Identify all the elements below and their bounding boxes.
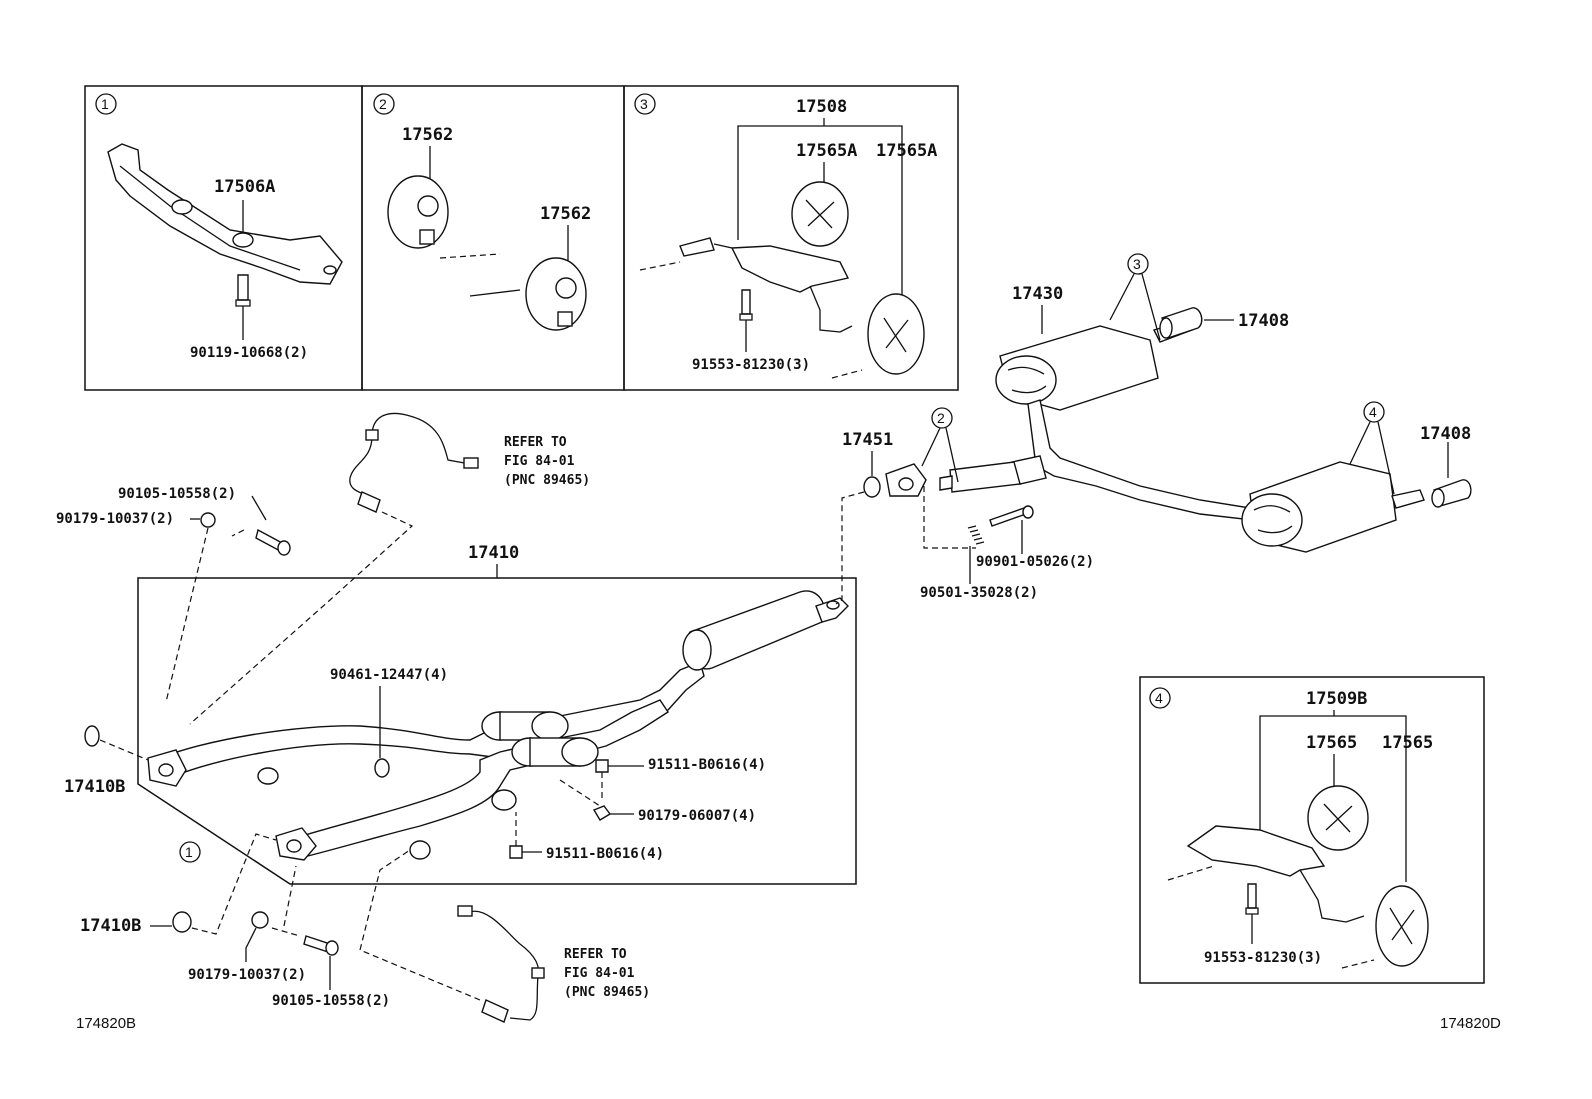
- refer-top-line-1: REFER TO: [504, 435, 567, 450]
- bracket-17508-drawing: [730, 245, 850, 293]
- refer-bottom-line-1: REFER TO: [564, 947, 627, 962]
- inset-4-marker: [1149, 687, 1171, 709]
- assembly-17410-frame: [137, 577, 857, 885]
- inset-2-marker-text: 2: [379, 96, 387, 112]
- label-90501-35028: 90501-35028(2): [920, 585, 1038, 601]
- rear-marker-4: [1363, 401, 1385, 423]
- gasket-17451: 17451: [835, 430, 893, 605]
- label-90179-10037-a: 90179-10037(2): [56, 511, 174, 527]
- inset-4-marker-text: 4: [1155, 690, 1163, 706]
- label-17565-b: 17565: [1382, 733, 1433, 753]
- rear-marker-2: [931, 407, 953, 429]
- oxygen-sensor-top: REFER TO FIG 84-01 (PNC 89465): [189, 412, 590, 725]
- label-17506A: 17506A: [214, 177, 275, 197]
- inset-3-marker-text: 3: [640, 96, 648, 112]
- label-17565A-a: 17565A: [796, 141, 857, 161]
- gasket-17410B-bottom: 17410B: [80, 833, 277, 936]
- label-90901-05026: 90901-05026(2): [976, 554, 1094, 570]
- crossmember-bracket-drawing: [107, 143, 343, 285]
- hanger-rubber-drawing-b: [525, 257, 587, 331]
- label-17451: 17451: [842, 430, 893, 450]
- rear-marker-2-text: 2: [937, 410, 945, 426]
- label-17509B: 17509B: [1306, 689, 1367, 709]
- oxygen-sensor-bottom: REFER TO FIG 84-01 (PNC 89465): [359, 849, 650, 1023]
- rear-marker-4-text: 4: [1369, 404, 1377, 420]
- label-90461-12447: 90461-12447(4): [330, 667, 448, 683]
- label-90119-10668: 90119-10668(2): [190, 345, 308, 361]
- label-17565-a: 17565: [1306, 733, 1357, 753]
- rear-marker-3: [1127, 253, 1149, 275]
- label-17408-b: 17408: [1420, 424, 1471, 444]
- gasket-17410B-top: 17410B: [64, 725, 149, 797]
- rear-muffler-assembly: 17430 3 17408 2 4: [885, 253, 1472, 553]
- hanger-rubber-drawing-e: [1307, 785, 1369, 851]
- inset-4: 4 17509B 17565 17565 91553-81230(3): [1149, 687, 1433, 969]
- label-90105-10558-a: 90105-10558(2): [118, 486, 236, 502]
- spring-bolt-group: 90901-05026(2) 90501-35028(2): [920, 486, 1094, 601]
- inset-2: 2 17562 17562: [373, 93, 591, 331]
- hanger-rubber-drawing-a: [387, 175, 449, 249]
- inset-3-marker: [634, 93, 656, 115]
- inset-box-3: [623, 85, 959, 391]
- label-17410B-a: 17410B: [64, 777, 125, 797]
- main-marker-1: [179, 841, 201, 863]
- hanger-rubber-drawing-d: [867, 293, 925, 375]
- label-91553-81230-a: 91553-81230(3): [692, 357, 810, 373]
- label-91553-81230-b: 91553-81230(3): [1204, 950, 1322, 966]
- bracket-17509B-drawing: [1186, 825, 1326, 877]
- inset-1: 1 17506A 90119-10668(2): [95, 93, 343, 361]
- label-17562-b: 17562: [540, 204, 591, 224]
- bolt-group-bottom: 90179-10037(2) 90105-10558(2): [188, 865, 390, 1009]
- main-marker-1-text: 1: [185, 844, 193, 860]
- label-90179-06007: 90179-06007(4): [638, 808, 756, 824]
- label-91511-B0616-a: 91511-B0616(4): [648, 757, 766, 773]
- hanger-rubber-drawing-c: [791, 181, 849, 247]
- refer-bottom-line-2: FIG 84-01: [564, 966, 635, 981]
- label-17410: 17410: [468, 543, 519, 563]
- refer-top-line-2: FIG 84-01: [504, 454, 575, 469]
- label-17562-a: 17562: [402, 125, 453, 145]
- label-17410B-b: 17410B: [80, 916, 141, 936]
- label-17565A-b: 17565A: [876, 141, 937, 161]
- refer-top-line-3: (PNC 89465): [504, 473, 590, 488]
- figure-id-right: 174820D: [1440, 1015, 1501, 1032]
- label-17508: 17508: [796, 97, 847, 117]
- rear-marker-3-text: 3: [1133, 256, 1141, 272]
- inset-3: 3 17508 17565A 17565A 91553-81230(3): [634, 93, 937, 379]
- inset-box-4: [1139, 676, 1485, 984]
- inset-1-marker: [95, 93, 117, 115]
- inset-2-marker: [373, 93, 395, 115]
- refer-bottom-line-3: (PNC 89465): [564, 985, 650, 1000]
- label-17430: 17430: [1012, 284, 1063, 304]
- inset-1-marker-text: 1: [101, 96, 109, 112]
- label-90179-10037-b: 90179-10037(2): [188, 967, 306, 983]
- label-91511-B0616-b: 91511-B0616(4): [546, 846, 664, 862]
- front-pipe-assembly-drawing: [147, 590, 849, 861]
- figure-id-left: 174820B: [76, 1015, 136, 1032]
- bolt-group-top-left: 90105-10558(2) 90179-10037(2): [56, 486, 291, 703]
- label-17408-a: 17408: [1238, 311, 1289, 331]
- label-90105-10558-b: 90105-10558(2): [272, 993, 390, 1009]
